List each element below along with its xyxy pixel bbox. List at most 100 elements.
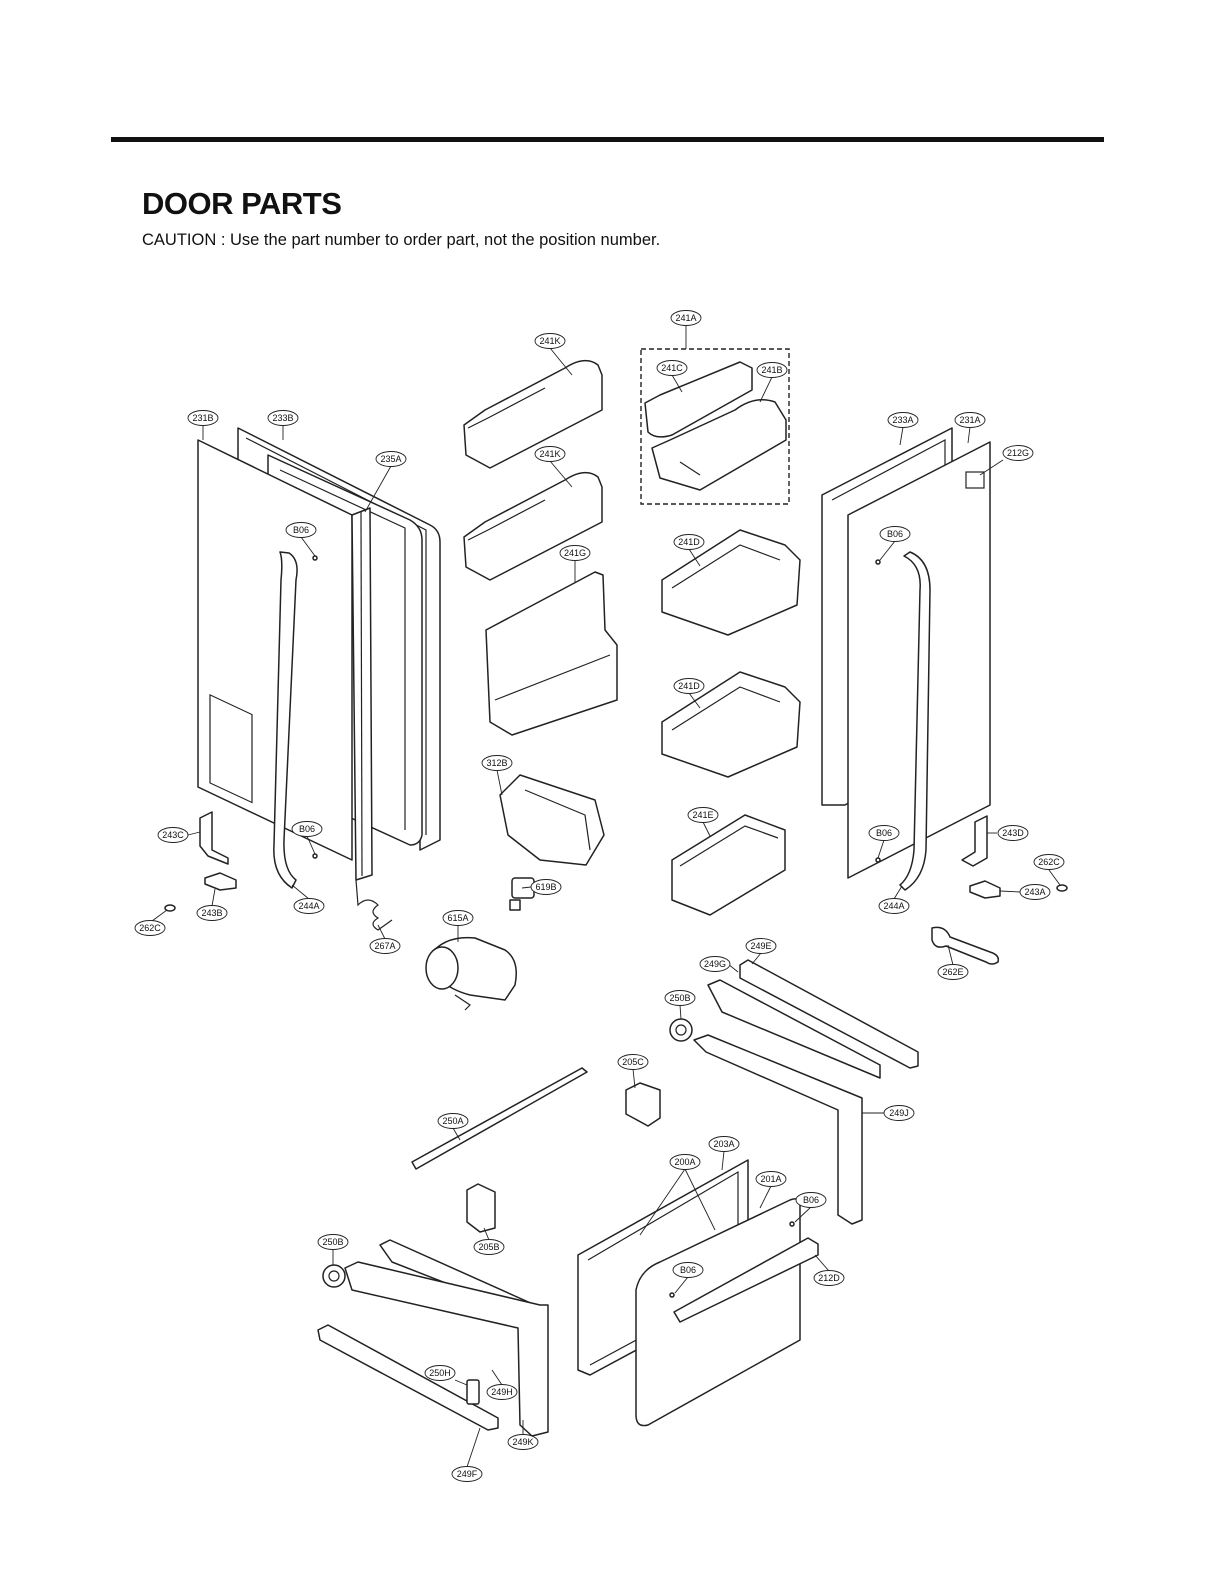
callout-b06-left-upper: B06 [285,522,317,538]
callout-201a: 201A [755,1171,787,1187]
callout-243d: 243D [997,825,1029,841]
241a-group-box [640,348,790,505]
callout-label: 249G [704,959,726,969]
door-bin-241g [485,571,618,736]
door-bin-241k-lower [463,471,603,581]
callout-241d-lower: 241D [673,678,705,694]
callout-b06-left-lower: B06 [291,821,323,837]
callout-label: 233A [892,415,913,425]
callout-243a: 243A [1019,884,1051,900]
wrench-262e [931,926,1000,965]
callout-label: 241C [661,363,683,373]
hinge-243a [969,880,1001,899]
gear-250b-upper [669,1018,693,1042]
callout-label: B06 [876,828,892,838]
callout-249k: 249K [507,1434,539,1450]
callout-262c-right: 262C [1033,854,1065,870]
callout-249j: 249J [883,1105,915,1121]
callout-label: 262C [1038,857,1060,867]
callout-b06-drawer-upper: B06 [795,1192,827,1208]
callout-200a: 200A [669,1154,701,1170]
callout-231a: 231A [954,412,986,428]
solenoid-615a [425,936,517,1011]
cap-205c [625,1082,661,1127]
callout-label: 250A [442,1116,463,1126]
callout-label: 244A [298,901,319,911]
pad-250h [466,1379,480,1405]
callout-label: 203A [713,1139,734,1149]
callout-label: 233B [272,413,293,423]
callout-label: 244A [883,901,904,911]
page-title: DOOR PARTS [142,186,342,221]
callout-label: 235A [380,454,401,464]
callout-249e: 249E [745,938,777,954]
callout-label: 201A [760,1174,781,1184]
callout-250a: 250A [437,1113,469,1129]
left-door-handle [273,551,298,889]
callout-b06-right-upper: B06 [879,526,911,542]
callout-312b: 312B [481,755,513,771]
callout-label: 241K [539,449,560,459]
callout-212d: 212D [813,1270,845,1286]
rail-249j [693,1034,863,1225]
callout-249h: 249H [486,1384,518,1400]
callouts: 241A 241K 241C 241B 231B 233B 235A 241K … [134,310,1065,1482]
callout-619b: 619B [530,879,562,895]
callout-label: 243C [162,830,184,840]
drawer-handle-212d [673,1237,819,1323]
callout-label: 243B [201,908,222,918]
callout-label: 241D [678,681,700,691]
callout-233a: 233A [887,412,919,428]
rail-249k [344,1261,549,1437]
left-door-spring [355,879,393,931]
door-bin-241k-upper [463,359,603,469]
callout-b06-drawer-lower: B06 [672,1262,704,1278]
caution-note: CAUTION : Use the part number to order p… [142,231,661,249]
callout-label: 312B [486,758,507,768]
header-rule [111,137,1104,142]
callout-250b-upper: 250B [664,990,696,1006]
callout-label: B06 [803,1195,819,1205]
leader-lines [151,325,1061,1468]
callout-241k-lower: 241K [534,446,566,462]
door-bin-241d-lower [661,671,801,778]
callout-label: 249K [512,1437,533,1447]
door-bin-241e [671,814,786,916]
callout-label: 231B [192,413,213,423]
callout-212g: 212G [1002,445,1034,461]
callout-243b: 243B [196,905,228,921]
bin-cover-241c [644,361,753,438]
callout-262e: 262E [937,964,969,980]
callout-label: 243D [1002,828,1024,838]
callout-label: B06 [887,529,903,539]
callout-241g: 241G [559,545,591,561]
callout-label: 250B [322,1237,343,1247]
callout-241b: 241B [756,362,788,378]
callout-label: 241D [678,537,700,547]
callout-203a: 203A [708,1136,740,1152]
hinge-243b [204,872,237,891]
callout-241a: 241A [670,310,702,326]
callout-label: 267A [374,941,395,951]
callout-label: 241B [761,365,782,375]
door-bin-241b [651,399,787,491]
callout-615a: 615A [442,910,474,926]
callout-label: 231A [959,415,980,425]
callout-label: 241E [692,810,713,820]
right-door-handle [899,551,931,891]
callout-241k-upper: 241K [534,333,566,349]
callout-label: B06 [293,525,309,535]
callout-label: 250H [429,1368,451,1378]
callout-label: 249H [491,1387,513,1397]
callout-250h: 250H [424,1365,456,1381]
washer-262c-left [164,904,176,912]
rail-249g [707,979,881,1079]
callout-label: 262E [942,967,963,977]
rail-249e [739,959,919,1069]
door-bin-241d-upper [661,529,801,636]
callout-label: 262C [139,923,161,933]
callout-label: 212G [1007,448,1029,458]
callout-label: 615A [447,913,468,923]
rail-249f [317,1324,499,1431]
